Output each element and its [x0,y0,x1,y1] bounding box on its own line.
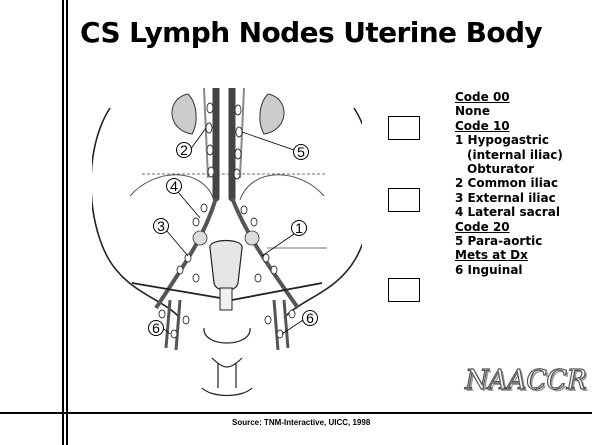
legend-heading: Code 10 [455,119,592,133]
callout-2: 2 [177,142,192,158]
leader-3 [166,230,188,256]
code-20-answer-box[interactable] [388,278,420,302]
slide-title: CS Lymph Nodes Uterine Body [80,16,592,49]
callout-6-right-label: 6 [306,310,314,326]
left-border-line-inner [66,0,68,445]
right-kidney [260,94,284,134]
bladder-outline [204,328,250,343]
right-iliac-wing [284,108,362,318]
callout-6-left: 6 [149,320,164,336]
callout-1: 1 [292,220,307,236]
legend-item: 6 Inguinal [455,263,592,277]
left-border-line [62,0,64,445]
legend-item: 2 Common iliac [455,176,592,190]
legend-item: Obturator [455,162,592,176]
left-femoral-vessels [166,300,180,350]
left-kidney [172,94,196,134]
right-pelvic-rim [240,175,324,200]
left-ovary [193,231,207,245]
callout-4-label: 4 [170,178,178,194]
code-10-answer-box[interactable] [388,188,420,212]
callout-6-right: 6 [303,310,318,326]
cervix-vagina [220,288,232,310]
callout-4: 4 [167,178,182,194]
callout-1-label: 1 [295,220,303,236]
left-iliac-wing [92,108,180,318]
leader-1 [262,234,294,256]
pelvis-lymph-node-illustration: 2 5 4 3 1 6 6 [92,88,362,418]
legend-item: 5 Para-aortic [455,234,592,248]
leader-4 [178,192,200,218]
leader-5 [242,132,294,150]
callout-6-left-label: 6 [152,320,160,336]
legend-item: 3 External iliac [455,191,592,205]
code-00-answer-box[interactable] [388,116,420,140]
aorta-and-vena-cava [216,88,232,198]
legend-item: 1 Hypogastric [455,133,592,147]
legend-heading: Code 20 [455,220,592,234]
callout-5: 5 [294,144,309,160]
uterus [210,241,242,291]
legend-item: (internal iliac) [455,148,592,162]
naaccr-logo: NAACCR [465,365,586,396]
source-citation: Source: TNM-Interactive, UICC, 1998 [232,418,370,427]
right-ovary [245,231,259,245]
legend-heading: Code 00 [455,90,592,104]
legend-item: 4 Lateral sacral [455,205,592,219]
legend-heading: Mets at Dx [455,248,592,262]
callout-3: 3 [154,218,169,234]
callout-5-label: 5 [297,144,305,160]
right-femoral-vessels [274,300,288,350]
pubic-outline [202,358,252,396]
callout-2-label: 2 [180,142,188,158]
legend-item: None [455,104,592,118]
callout-3-label: 3 [157,218,165,234]
